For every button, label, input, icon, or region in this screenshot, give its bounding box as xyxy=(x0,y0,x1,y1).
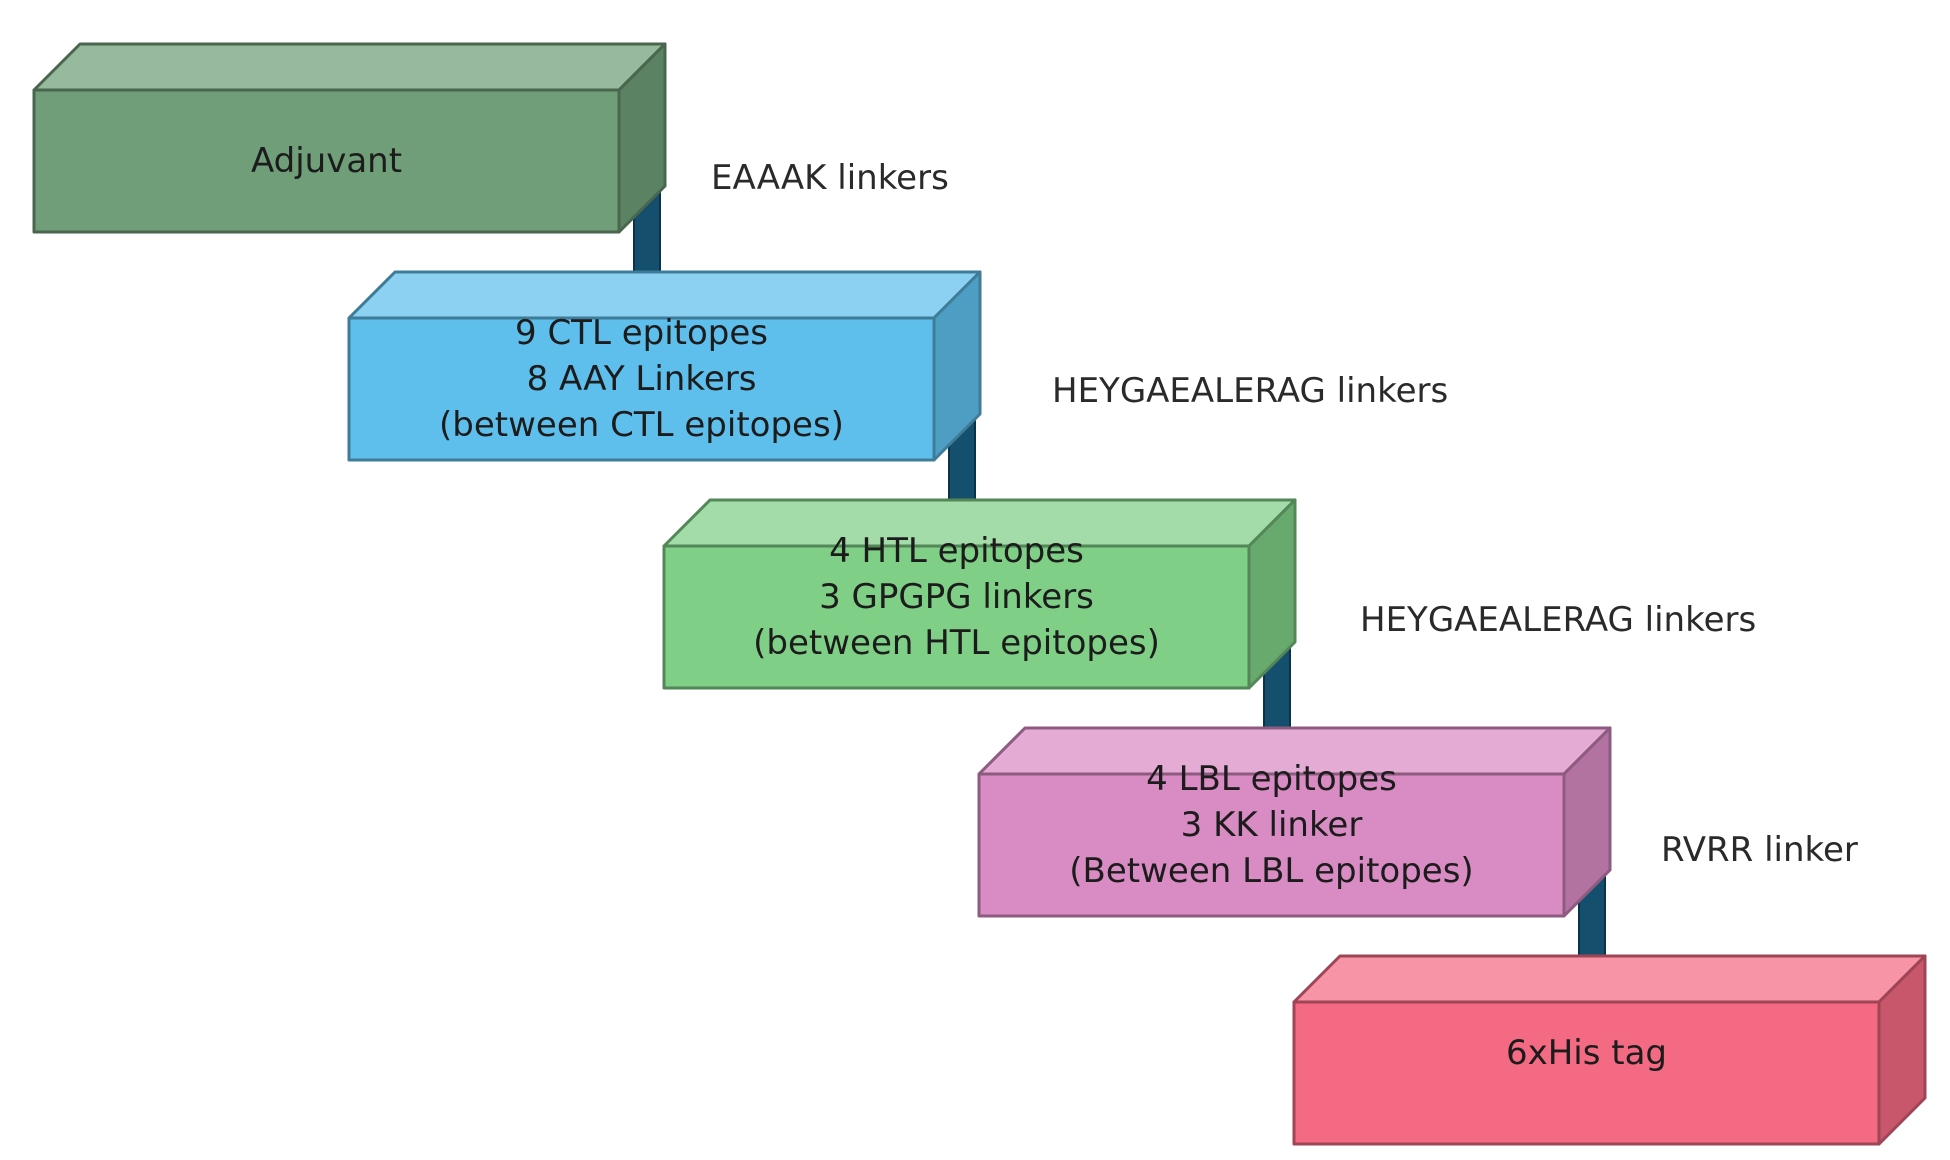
block-lbl-top-face xyxy=(977,726,1612,776)
linker-label-eaaak: EAAAK linkers xyxy=(711,158,949,198)
block-adjuvant xyxy=(32,42,667,234)
block-lbl-front-face xyxy=(977,772,1566,918)
block-htl xyxy=(662,498,1297,690)
linker-label-heygaealerag-2: HEYGAEALERAG linkers xyxy=(1360,600,1757,640)
block-htl-front-face xyxy=(662,544,1251,690)
linker-label-rvrr: RVRR linker xyxy=(1661,830,1858,870)
block-adjuvant-front-face xyxy=(32,88,621,234)
block-his xyxy=(1292,954,1927,1146)
block-adjuvant-top-face xyxy=(32,42,667,92)
block-ctl-top-face xyxy=(347,270,982,320)
block-ctl xyxy=(347,270,982,462)
block-his-top-face xyxy=(1292,954,1927,1004)
block-his-front-face xyxy=(1292,1000,1881,1146)
block-htl-top-face xyxy=(662,498,1297,548)
block-lbl xyxy=(977,726,1612,918)
linker-label-heygaealerag-1: HEYGAEALERAG linkers xyxy=(1052,371,1449,411)
block-ctl-front-face xyxy=(347,316,936,462)
